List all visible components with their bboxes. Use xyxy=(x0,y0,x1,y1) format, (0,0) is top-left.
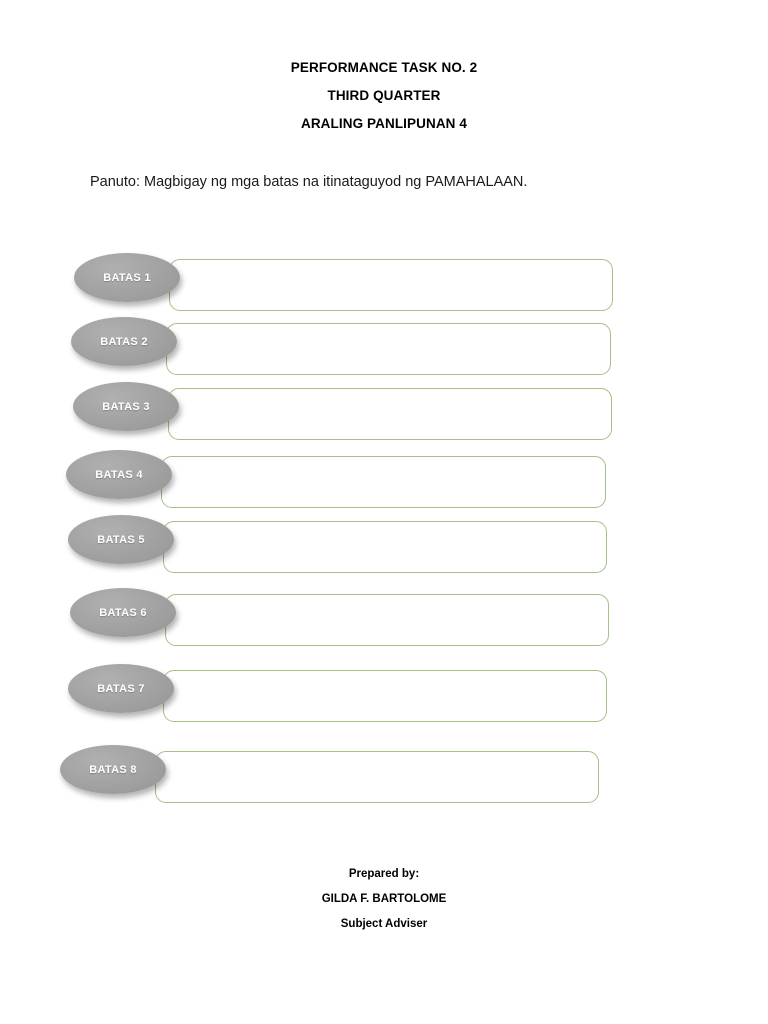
answer-box-1[interactable] xyxy=(169,259,613,311)
answer-box-7[interactable] xyxy=(163,670,607,722)
answer-box-3[interactable] xyxy=(168,388,612,440)
title-block: PERFORMANCE TASK NO. 2 THIRD QUARTER ARA… xyxy=(0,54,768,138)
batas-label-oval-6: BATAS 6 xyxy=(70,588,176,637)
batas-label-text: BATAS 2 xyxy=(100,335,148,348)
answer-box-4[interactable] xyxy=(161,456,606,508)
batas-row: BATAS 4 xyxy=(0,450,768,514)
answer-box-8[interactable] xyxy=(155,751,599,803)
batas-row: BATAS 2 xyxy=(0,317,768,381)
batas-label-oval-2: BATAS 2 xyxy=(71,317,177,366)
page-title-quarter: THIRD QUARTER xyxy=(327,88,441,103)
answer-box-2[interactable] xyxy=(166,323,611,375)
batas-label-text: BATAS 7 xyxy=(97,682,145,695)
batas-label-oval-3: BATAS 3 xyxy=(73,382,179,431)
page-title-performance-task: PERFORMANCE TASK NO. 2 xyxy=(290,60,478,75)
instruction-text: Panuto: Magbigay ng mga batas na itinata… xyxy=(90,174,528,190)
batas-row: BATAS 1 xyxy=(0,253,768,317)
batas-label-text: BATAS 1 xyxy=(103,271,151,284)
batas-label-text: BATAS 5 xyxy=(97,533,145,546)
batas-row: BATAS 5 xyxy=(0,515,768,579)
batas-row: BATAS 7 xyxy=(0,664,768,728)
batas-label-oval-5: BATAS 5 xyxy=(68,515,174,564)
batas-label-oval-4: BATAS 4 xyxy=(66,450,172,499)
batas-row: BATAS 3 xyxy=(0,382,768,446)
batas-label-text: BATAS 6 xyxy=(99,606,147,619)
footer-author-name: GILDA F. BARTOLOME xyxy=(321,893,447,905)
batas-label-oval-1: BATAS 1 xyxy=(74,253,180,302)
batas-row: BATAS 8 xyxy=(0,745,768,809)
batas-label-text: BATAS 8 xyxy=(89,763,137,776)
batas-label-text: BATAS 3 xyxy=(102,400,150,413)
batas-label-text: BATAS 4 xyxy=(95,468,143,481)
batas-label-oval-7: BATAS 7 xyxy=(68,664,174,713)
footer-block: Prepared by: GILDA F. BARTOLOME Subject … xyxy=(0,862,768,937)
answer-box-5[interactable] xyxy=(163,521,607,573)
batas-row: BATAS 6 xyxy=(0,588,768,652)
batas-label-oval-8: BATAS 8 xyxy=(60,745,166,794)
footer-role: Subject Adviser xyxy=(340,918,428,930)
footer-prepared-by: Prepared by: xyxy=(348,868,420,880)
answer-box-6[interactable] xyxy=(165,594,609,646)
page-title-subject: ARALING PANLIPUNAN 4 xyxy=(300,116,467,131)
